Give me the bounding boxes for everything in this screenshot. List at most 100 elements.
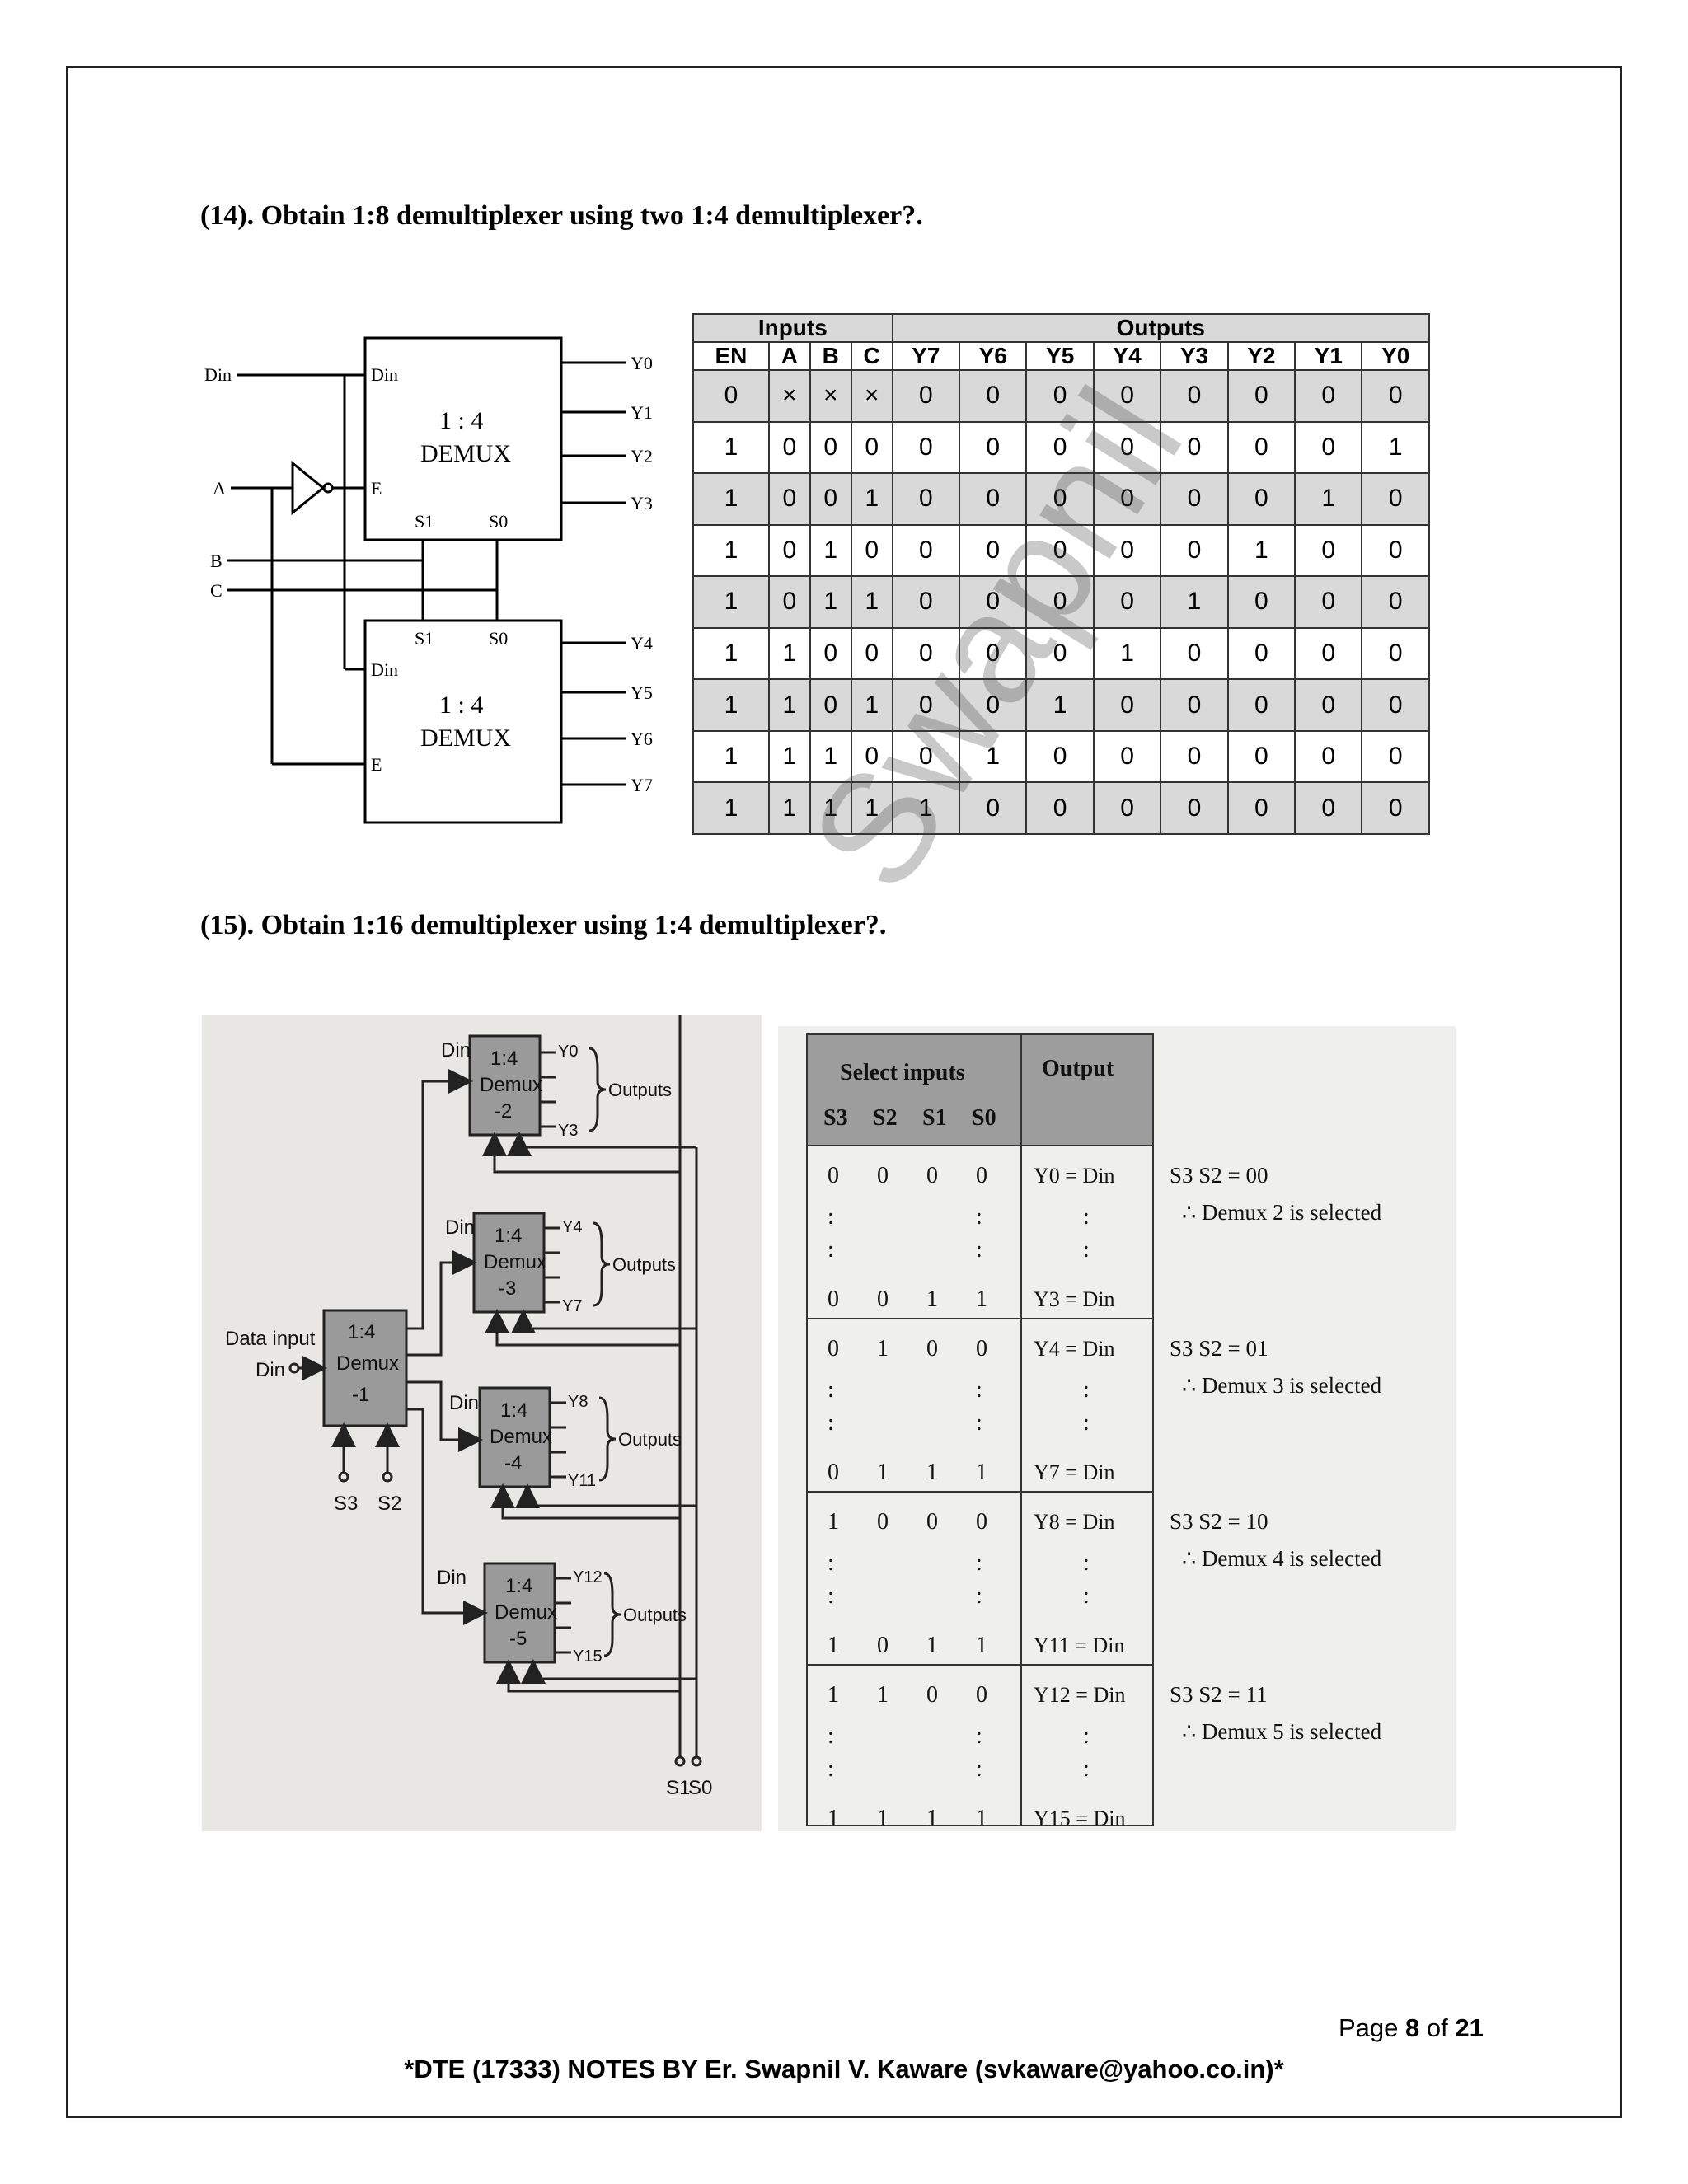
demux-1-8-circuit: Din A B C Din E S1 S0 1 : 4 DEMUX S1 S0 … — [204, 336, 653, 824]
select-value: 0 — [926, 1163, 938, 1188]
table-cell: 0 — [959, 781, 1028, 835]
page-number: Page 8 of 21 — [1339, 2013, 1484, 2043]
table-cell: 0 — [959, 472, 1028, 526]
s3-label: S3 — [334, 1493, 358, 1515]
select-value: 0 — [926, 1336, 938, 1361]
table-cell: 0 — [767, 523, 811, 578]
select-value: 0 — [877, 1633, 889, 1658]
block4-line2: Demux — [490, 1426, 552, 1448]
table-cell: 1 — [692, 729, 770, 784]
s1-col-header: S1 — [922, 1105, 947, 1131]
table-cell: 0 — [1226, 626, 1296, 681]
ellipsis-dots: : — [976, 1204, 982, 1230]
col-header: Y4 — [1092, 341, 1162, 371]
output-first: Y0 = Din — [1034, 1164, 1114, 1188]
outputs-label-4: Outputs — [623, 1605, 687, 1625]
table-cell: 0 — [1294, 626, 1363, 681]
block5-line2: Demux — [495, 1601, 557, 1624]
table-cell: 0 — [1092, 678, 1162, 732]
col-header: Y0 — [1361, 341, 1430, 371]
table-cell: 0 — [1226, 575, 1296, 629]
select-value: 1 — [877, 1806, 889, 1831]
block4-out-first: Y8 — [568, 1393, 588, 1411]
table-cell: 0 — [1160, 369, 1229, 423]
select-value: 1 — [976, 1286, 987, 1312]
ellipsis-dots: : — [976, 1583, 982, 1609]
s0-col-header: S0 — [972, 1105, 996, 1131]
ellipsis-dots: : — [828, 1204, 834, 1230]
table-cell: 1 — [692, 626, 770, 681]
data-input-din-label: Din — [256, 1359, 285, 1381]
table-cell: 0 — [1361, 523, 1430, 578]
table-cell: 0 — [809, 472, 852, 526]
select-value: 1 — [926, 1633, 938, 1658]
table-cell: 0 — [1226, 729, 1296, 784]
top-e-pin: E — [371, 478, 382, 499]
table-cell: 0 — [1160, 420, 1229, 475]
table-cell: 0 — [1025, 523, 1095, 578]
table-cell: 1 — [692, 420, 770, 475]
selection-condition: S3 S2 = 10 — [1170, 1509, 1268, 1534]
table-cell: 0 — [1361, 369, 1430, 423]
page-of: of — [1419, 2013, 1456, 2042]
table-cell: 0 — [959, 575, 1028, 629]
main-block-line3: -1 — [352, 1384, 369, 1406]
selection-condition: S3 S2 = 11 — [1170, 1682, 1268, 1707]
ellipsis-dots: : — [828, 1723, 834, 1749]
bottom-s0-pin: S0 — [489, 628, 508, 649]
output-y1-label: Y1 — [631, 402, 653, 423]
table-cell: 1 — [809, 781, 852, 835]
output-y4-label: Y4 — [631, 633, 653, 654]
block2-line3: -2 — [495, 1100, 512, 1122]
table-cell: 1 — [767, 678, 811, 732]
block2-out-first: Y0 — [558, 1043, 578, 1061]
top-s1-pin: S1 — [415, 511, 434, 532]
table-cell: 1 — [809, 575, 852, 629]
table-cell: 0 — [767, 472, 811, 526]
select-value: 1 — [976, 1460, 987, 1485]
block2-line1: 1:4 — [490, 1047, 518, 1070]
block3-line1: 1:4 — [495, 1225, 522, 1247]
output-y5-label: Y5 — [631, 682, 653, 703]
ellipsis-dots: : — [976, 1723, 982, 1749]
table-cell: 1 — [1160, 575, 1229, 629]
demux3-din-label: Din — [445, 1216, 475, 1239]
top-demux-block — [363, 336, 563, 541]
table-cell: 0 — [1025, 472, 1095, 526]
bottom-block-type: DEMUX — [420, 724, 511, 752]
table-cell: 0 — [1092, 472, 1162, 526]
table-cell: 1 — [959, 729, 1028, 784]
table-cell: 0 — [767, 420, 811, 475]
outputs-label-3: Outputs — [618, 1429, 682, 1450]
table-cell: 0 — [1160, 781, 1229, 835]
table-cell: 0 — [809, 626, 852, 681]
table-cell: 0 — [1160, 626, 1229, 681]
table-cell: 0 — [1160, 472, 1229, 526]
outputs-label-1: Outputs — [608, 1080, 672, 1100]
select-value: 0 — [828, 1286, 839, 1312]
c-input-label: C — [210, 580, 223, 601]
table-cell: 0 — [1294, 369, 1363, 423]
table-cell: 0 — [891, 523, 961, 578]
table-cell: 1 — [1294, 472, 1363, 526]
table-cell: 0 — [891, 729, 961, 784]
page-border — [66, 66, 1622, 2118]
select-value: 1 — [877, 1336, 889, 1361]
ellipsis-dots: : — [828, 1410, 834, 1436]
table-cell: 1 — [692, 678, 770, 732]
main-block-line1: 1:4 — [348, 1321, 375, 1343]
top-din-pin: Din — [371, 364, 398, 385]
col-header: Y6 — [959, 341, 1028, 371]
din-input-label: Din — [204, 364, 232, 385]
ellipsis-dots: : — [828, 1377, 834, 1403]
selection-result: ∴ Demux 2 is selected — [1182, 1200, 1382, 1225]
output-last: Y3 = Din — [1034, 1287, 1114, 1311]
table-cell: 0 — [1294, 523, 1363, 578]
